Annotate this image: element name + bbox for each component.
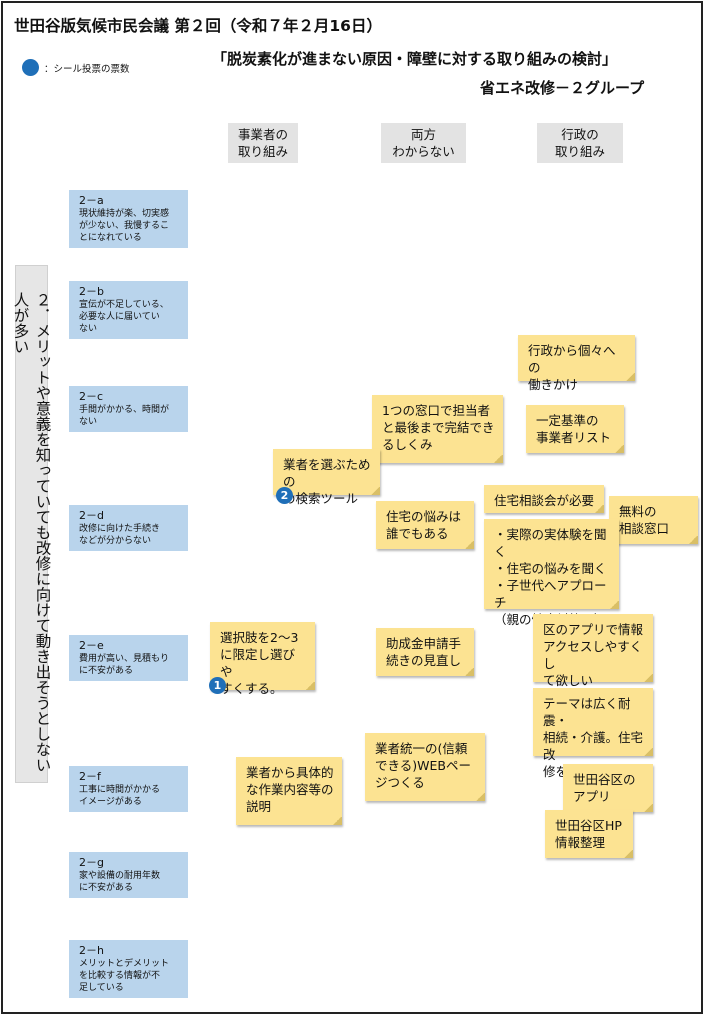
issue-card-2c: 2－c 手間がかかる、時間が ない (69, 386, 188, 432)
column-header-government: 行政の 取り組み (537, 123, 623, 163)
page-title: 世田谷版気候市民会議 第２回（令和７年２月16日） (14, 17, 382, 35)
issue-text: メリットとデメリット を比較する情報が不 足している (79, 959, 170, 993)
sticky-note: 住宅相談会が必要 (484, 485, 604, 513)
sticky-note: 住宅の悩みは 誰でもある (376, 501, 474, 549)
sticky-note: 助成金申請手 続きの見直し (376, 628, 474, 676)
column-header-unknown: 両方 わからない (381, 123, 466, 163)
issue-card-2b: 2－b 宣伝が不足している、 必要な人に届いてい ない (69, 281, 188, 339)
group-label: 省エネ改修－２グループ (480, 79, 645, 97)
page-subtitle: 「脱炭素化が進まない原因・障壁に対する取り組みの検討」 (212, 50, 618, 68)
issue-code: 2－h (79, 944, 104, 957)
sticky-note: 世田谷区HP 情報整理 (545, 810, 633, 858)
sticky-note: 業者を選ぶための の検索ツール (273, 449, 380, 506)
sticky-note: 業者統一の(信頼 できる)WEBペー ジつくる (365, 733, 485, 801)
sticky-note: 1つの窓口で担当者 と最後まで完結でき るしくみ (372, 395, 503, 463)
sticky-note: 行政から個々への 働きかけ (518, 335, 635, 392)
sticky-note: テーマは広く耐震・ 相続・介護。住宅改 修を大枠で (533, 688, 653, 779)
column-header-business: 事業者の 取り組み (228, 123, 298, 163)
issue-code: 2－f (79, 770, 101, 783)
issue-text: 改修に向けた手続き などが分からない (79, 524, 161, 546)
vote-count-badge: 1 (209, 677, 226, 694)
sticky-note: 業者から具体的 な作業内容等の 説明 (236, 757, 342, 825)
issue-code: 2－g (79, 856, 104, 869)
issue-text: 工事に時間がかかる イメージがある (79, 785, 161, 807)
issue-code: 2－e (79, 639, 104, 652)
issue-text: 手間がかかる、時間が ない (79, 405, 170, 427)
issue-code: 2－b (79, 285, 104, 298)
legend-label: ：シール投票の票数 (44, 64, 130, 75)
issue-card-2e: 2－e 費用が高い、見積もり に不安がある (69, 635, 188, 681)
issue-code: 2－a (79, 194, 104, 207)
issue-card-2a: 2－a 現状維持が楽、切実感 が少ない、我慢するこ とになれている (69, 190, 188, 248)
vote-dot-icon (22, 59, 39, 76)
issue-card-2f: 2－f 工事に時間がかかる イメージがある (69, 766, 188, 812)
issue-text: 宣伝が不足している、 必要な人に届いてい ない (79, 300, 169, 334)
issue-card-2d: 2－d 改修に向けた手続き などが分からない (69, 505, 188, 551)
sticky-note: 一定基準の 事業者リスト (526, 405, 624, 453)
vote-count-badge: 2 (276, 487, 293, 504)
issue-card-2h: 2－h メリットとデメリット を比較する情報が不 足している (69, 940, 188, 998)
sticky-note: 世田谷区の アプリ (563, 764, 653, 812)
issue-code: 2－c (79, 390, 104, 403)
theme-label: ２．メリットや意義を知っていても改修に向けて動き出そうとしない人が多い (12, 265, 52, 783)
issue-card-2g: 2－g 家や設備の耐用年数 に不安がある (69, 852, 188, 898)
issue-text: 費用が高い、見積もり に不安がある (79, 654, 170, 676)
sticky-note: 無料の 相談窓口 (609, 496, 698, 544)
issue-code: 2－d (79, 509, 104, 522)
sticky-note: 区のアプリで情報 アクセスしやすくし て欲しい (533, 614, 653, 688)
sticky-note: ・実際の実体験を聞く ・住宅の悩みを聞く ・子世代へアプローチ （親の健康対策！… (484, 519, 619, 627)
issue-text: 家や設備の耐用年数 に不安がある (79, 871, 161, 893)
sticky-note: 選択肢を2～3 に限定し選びや すくする。 (210, 622, 315, 696)
issue-text: 現状維持が楽、切実感 が少ない、我慢するこ とになれている (79, 209, 170, 243)
